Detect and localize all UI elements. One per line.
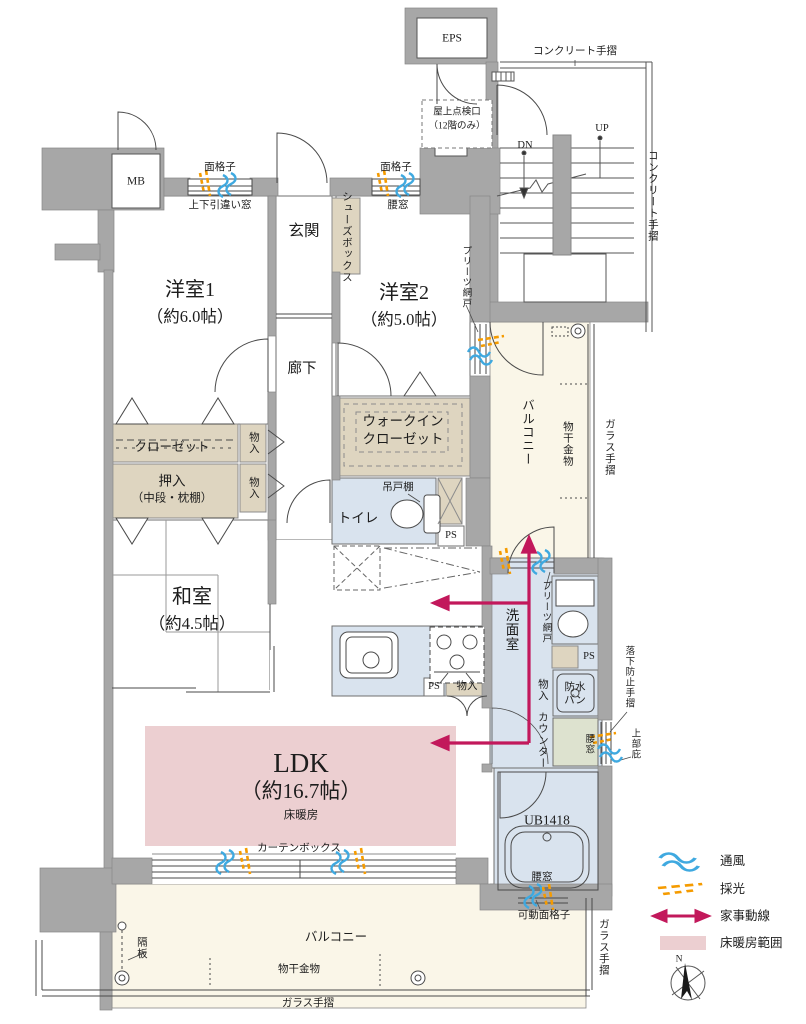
ps-label-2: PS xyxy=(583,651,595,663)
glass-rail-label-right: ガラス手摺 xyxy=(603,418,615,476)
curtain-box-label: カーテンボックス xyxy=(257,843,341,855)
balcony-bottom-label: バルコニー xyxy=(304,930,368,944)
ps-label-1: PS xyxy=(445,530,457,542)
meter-box-label: MB xyxy=(127,175,145,188)
closet-label: クローゼット xyxy=(134,440,210,454)
stairs-up-label: UP xyxy=(595,123,609,135)
balcony-right-label: バルコニー xyxy=(520,398,534,466)
movable-lattice-label: 可動面格子 xyxy=(517,910,571,922)
door-arcs xyxy=(117,63,555,819)
housework-flow-arrows xyxy=(429,533,538,752)
compass-north-label: N xyxy=(675,954,683,965)
concrete-rail-label-top: コンクリート手摺 xyxy=(533,46,617,58)
bathroom-label: UB1418 xyxy=(524,812,570,828)
legend-floor-heating: 床暖房範囲 xyxy=(720,936,783,950)
partition-label: 隔板 xyxy=(135,936,147,960)
glass-rail-label-bottom-right: ガラス手摺 xyxy=(597,918,609,976)
wall-insets xyxy=(111,17,493,209)
legend-icons xyxy=(650,851,712,1001)
legend-daylight: 採光 xyxy=(720,882,746,896)
entrance-label: 玄関 xyxy=(288,222,320,240)
pleated-screen-label-2: プリーツ網戸 xyxy=(540,580,551,644)
oshiire-label: 押入 xyxy=(158,473,186,489)
upper-eave-label: 上部庇 xyxy=(629,728,640,760)
legend-housework-line: 家事動線 xyxy=(720,909,771,923)
japanese-room-name: 和室 xyxy=(172,585,212,608)
waist-window-label-3: 腰窓 xyxy=(531,872,553,884)
monoire-label-2: 物入 xyxy=(247,476,259,500)
roof-hatch-label-2: （12階のみ） xyxy=(428,121,486,132)
western1-name: 洋室1 xyxy=(165,278,215,301)
toilet-label: トイレ xyxy=(337,510,379,526)
roof-hatch-label-1: 屋上点検口 xyxy=(433,107,481,118)
western1-size: （約6.0帖） xyxy=(146,306,234,326)
sash-window-label: 上下引違い窓 xyxy=(188,200,252,212)
hanging-cabinet-label: 吊戸棚 xyxy=(382,482,414,494)
laundry-hw-label-bottom: 物干金物 xyxy=(278,964,320,976)
monoire-label-1: 物入 xyxy=(247,431,259,455)
counter-label: カウンター xyxy=(536,711,548,769)
monoire-label-3: 物入 xyxy=(536,678,548,702)
waterproof-pan-label-2: パン xyxy=(564,695,586,707)
monoire-label-4: 物入 xyxy=(456,681,478,693)
western2-size: （約5.0帖） xyxy=(360,309,448,329)
japanese-room-size: （約4.5帖） xyxy=(148,613,236,633)
stairs-down-label: DN xyxy=(517,140,533,152)
legend-ventilation: 通風 xyxy=(720,854,746,868)
eps-label: EPS xyxy=(442,32,462,45)
ldk-size: （約16.7帖） xyxy=(240,779,362,804)
concrete-rail-label-right: コンクリート手摺 xyxy=(646,150,658,242)
washroom-label: 洗面室 xyxy=(503,608,519,652)
fall-rail-label: 落下防止手摺 xyxy=(623,645,634,709)
lattice-label-1: 面格子 xyxy=(204,162,236,174)
glass-rail-label-bottom: ガラス手摺 xyxy=(281,998,335,1010)
ldk-floor-heating-note: 床暖房 xyxy=(283,809,319,822)
compass-icon xyxy=(670,963,706,1001)
lattice-label-2: 面格子 xyxy=(380,162,412,174)
wic-label-1: ウォークイン xyxy=(362,413,444,429)
waist-window-label-2: 腰窓 xyxy=(583,733,594,755)
laundry-hw-label-right: 物干金物 xyxy=(561,421,573,467)
waist-window-label-1: 腰窓 xyxy=(387,200,409,212)
shoes-box-label: シューズボックス xyxy=(340,191,352,283)
oshiire-note: （中段・枕棚） xyxy=(131,492,213,505)
ldk-name: LDK xyxy=(273,747,329,778)
hallway-label: 廊下 xyxy=(287,360,317,377)
western2-name: 洋室2 xyxy=(379,281,429,304)
ps-label-3: PS xyxy=(428,681,440,693)
pleated-screen-label-1: プリーツ網戸 xyxy=(460,245,471,309)
waterproof-pan-label-1: 防水 xyxy=(564,682,586,694)
wic-label-2: クローゼット xyxy=(362,431,444,447)
detail-lines xyxy=(35,60,653,997)
